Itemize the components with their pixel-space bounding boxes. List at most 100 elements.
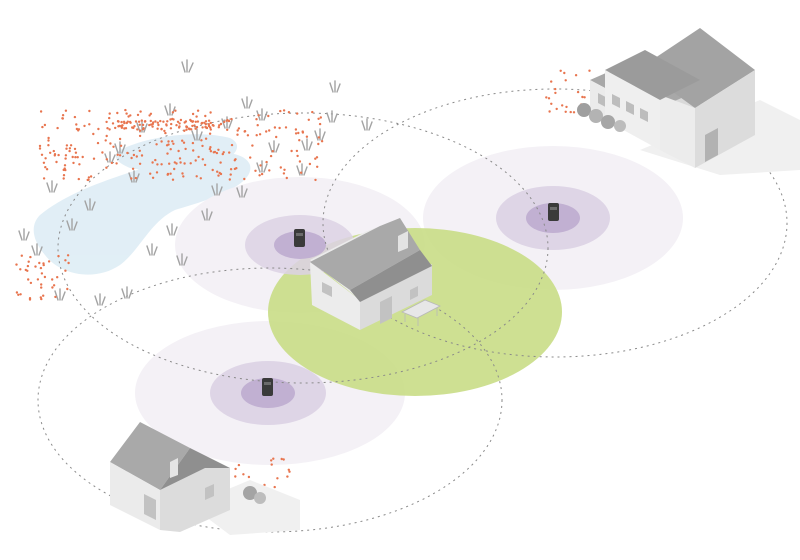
insect-dot (119, 144, 123, 147)
insect-dot (565, 105, 568, 109)
insect-dot (229, 173, 232, 176)
insect-dot (190, 128, 193, 131)
insect-dot (298, 160, 302, 163)
insect-dot (26, 264, 30, 268)
insect-dot (38, 147, 42, 150)
insect-dot (68, 149, 71, 153)
insect-dot (61, 117, 64, 120)
insect-dot (134, 176, 138, 180)
insect-dot (108, 116, 111, 120)
insect-dot (200, 139, 203, 142)
insect-dot (64, 269, 67, 272)
insect-dot (56, 276, 59, 279)
insect-dot (208, 132, 212, 135)
insect-dot (105, 134, 108, 138)
insect-dot (138, 149, 141, 152)
insect-dot (64, 157, 67, 160)
insect-dot (173, 167, 176, 171)
insect-dot (273, 126, 277, 129)
insect-dot (564, 79, 567, 82)
insect-dot (218, 171, 221, 175)
insect-dot (204, 137, 208, 140)
insect-dot (140, 154, 144, 157)
insect-dot (154, 120, 157, 123)
insect-dot (183, 162, 186, 165)
insect-dot (162, 120, 165, 123)
insect-dot (201, 158, 204, 161)
insect-dot (228, 151, 231, 154)
insect-dot (221, 152, 224, 156)
insect-dot (133, 125, 136, 128)
insect-dot (55, 160, 58, 164)
insect-dot (268, 169, 271, 172)
insect-dot (191, 124, 194, 128)
insect-dot (207, 119, 211, 122)
insect-dot (207, 123, 210, 126)
insect-dot (201, 144, 204, 148)
insect-dot (208, 147, 212, 151)
insect-dot (156, 163, 159, 166)
range-ring-left (57, 112, 549, 384)
insect-dot (96, 141, 100, 145)
insect-dot (317, 117, 320, 121)
insect-dot (189, 162, 192, 165)
insect-dot (64, 109, 68, 112)
insect-dot (193, 124, 196, 127)
insect-dot (561, 104, 564, 107)
insect-dot (47, 144, 50, 147)
insect-dot (62, 168, 65, 172)
insect-dot (574, 74, 578, 77)
insect-dot (163, 129, 166, 133)
insect-dot (105, 158, 109, 161)
insect-dot (204, 125, 207, 129)
device-icon (294, 229, 305, 247)
insect-dot (38, 261, 41, 265)
insect-dot (41, 125, 44, 129)
insect-dot (550, 102, 553, 106)
insect-dot (269, 154, 273, 158)
insect-dot (178, 157, 182, 160)
insect-dot (284, 126, 288, 129)
insect-dot (166, 120, 169, 123)
insect-dot (307, 118, 310, 122)
insect-swarm (15, 69, 591, 490)
insect-dot (215, 151, 219, 155)
insect-dot (83, 124, 86, 128)
insect-dot (42, 161, 46, 164)
insect-dot (234, 158, 237, 161)
insect-dot (296, 154, 299, 158)
insect-dot (52, 284, 56, 287)
insect-dot (118, 154, 122, 157)
insect-dot (219, 122, 223, 126)
insect-dot (56, 126, 59, 130)
insect-dot (588, 69, 591, 72)
insect-dot (141, 123, 145, 127)
insect-dot (15, 263, 18, 266)
insect-dot (125, 112, 128, 115)
insect-dot (276, 477, 279, 480)
insect-dot (88, 109, 91, 113)
insect-dot (155, 143, 158, 146)
insect-dot (319, 116, 322, 119)
marsh-area (33, 134, 251, 275)
insect-dot (286, 475, 289, 478)
insect-dot (47, 139, 50, 142)
insect-dot (47, 260, 51, 263)
insect-dot (197, 155, 200, 159)
insect-dot (174, 109, 177, 112)
insect-dot (217, 126, 220, 129)
insect-dot (217, 174, 220, 177)
insect-dot (316, 165, 319, 168)
insect-dot (131, 167, 135, 170)
insect-dot (547, 97, 551, 100)
insect-dot (138, 134, 142, 138)
insect-dot (151, 125, 154, 128)
insect-dot (139, 110, 142, 113)
insect-dot (51, 286, 54, 289)
insect-dot (279, 109, 282, 113)
insect-dot (209, 146, 212, 149)
insect-dot (47, 136, 50, 140)
insect-dot (195, 115, 198, 118)
insect-dot (87, 176, 91, 179)
